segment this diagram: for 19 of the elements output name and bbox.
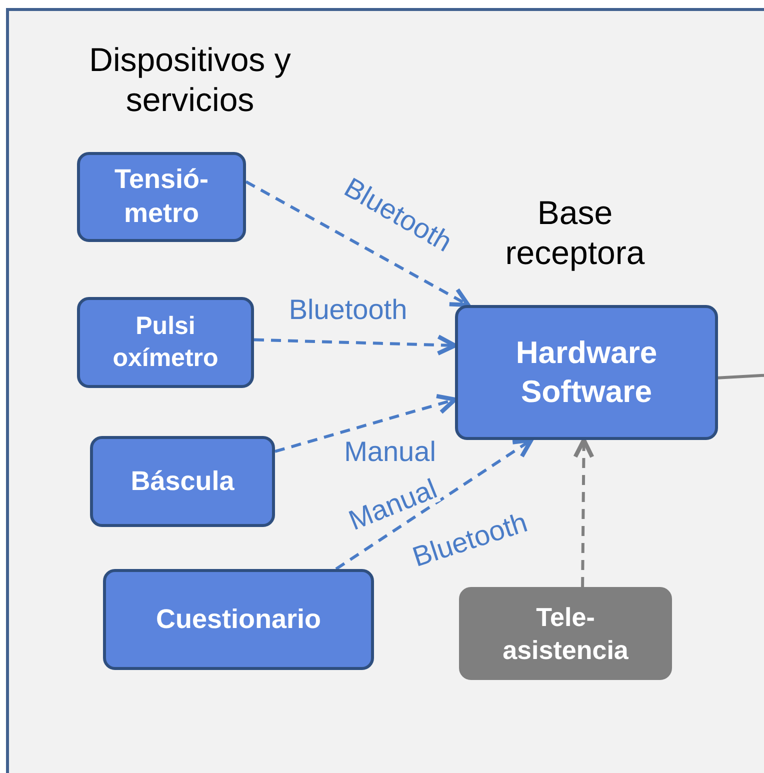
process-box [90,436,275,527]
process-box [77,297,254,388]
arrow [274,394,458,453]
process-box [103,569,374,670]
node-label: Pulsi oxímetro [112,311,220,374]
node-heading: Base receptora [504,193,646,273]
node-label: Hardware Software [514,334,658,410]
node-label: Tensió- metro [114,163,210,230]
arrow [254,334,458,356]
node-label: Báscula [130,464,234,498]
process-box [455,305,718,440]
process-box [459,587,672,680]
node-label: Cuestionario [156,602,322,636]
arrow [245,180,470,308]
node-label: Tele- asistencia [502,601,630,666]
arrow [335,438,534,570]
arrow [573,438,594,588]
process-box [77,152,246,242]
diagram-title: Dispositivos y servicios [88,40,292,120]
